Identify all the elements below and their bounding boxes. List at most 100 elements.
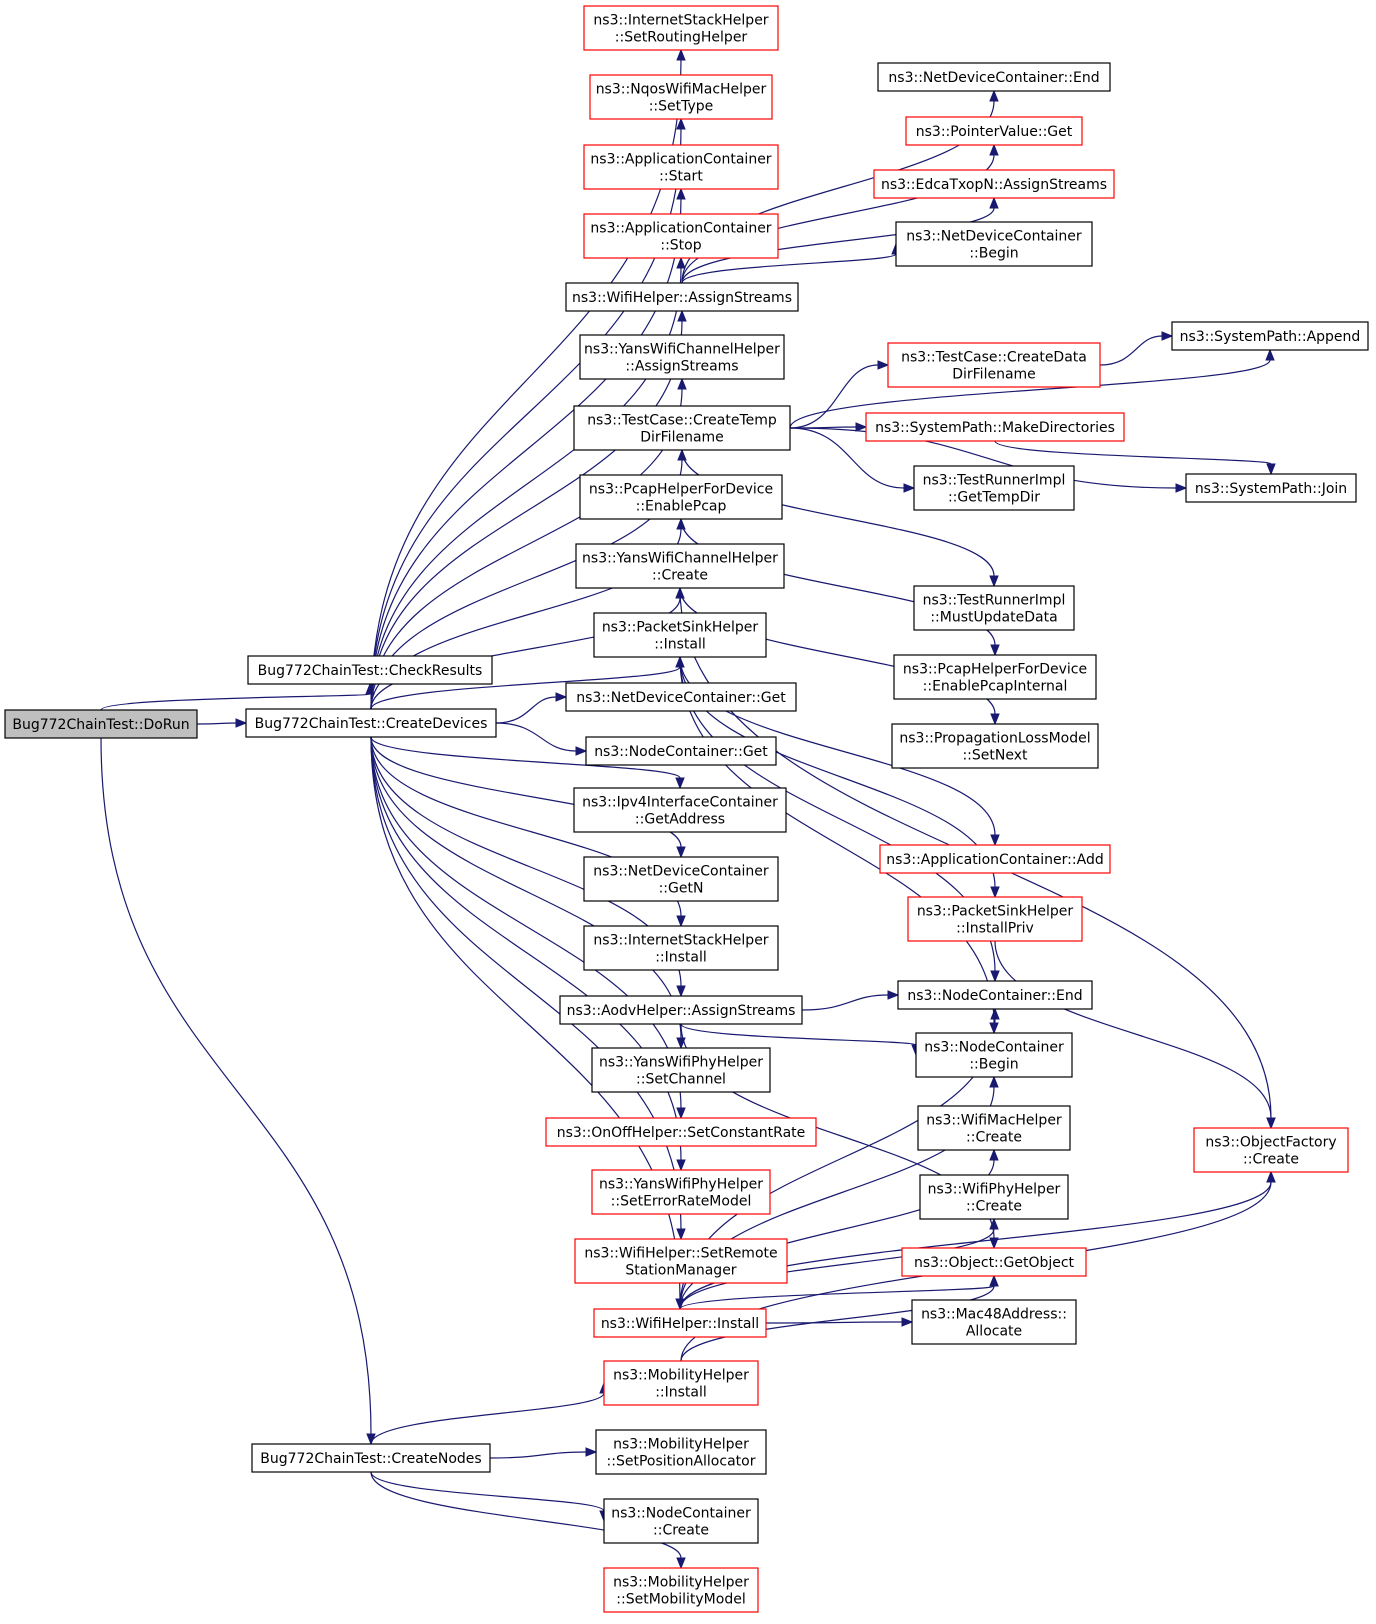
node-box: [583, 144, 779, 190]
node-pktsink-install[interactable]: ns3::PacketSinkHelper::Install: [593, 612, 767, 658]
node-of-create[interactable]: ns3::ObjectFactory::Create: [1193, 1127, 1349, 1173]
node-nqos-settype[interactable]: ns3::NqosWifiMacHelper::SetType: [589, 74, 773, 120]
node-yanschan-create[interactable]: ns3::YansWifiChannelHelper::Create: [575, 543, 785, 589]
edge-arrowhead: [585, 1447, 598, 1457]
node-sp-append[interactable]: ns3::SystemPath::Append: [1171, 321, 1369, 351]
edge-dorun-to-checkresults: [100, 682, 375, 711]
node-ndc-get[interactable]: ns3::NetDeviceContainer::Get: [565, 682, 797, 712]
node-label: ::SetMobilityModel: [616, 1592, 745, 1608]
node-ndc-begin[interactable]: ns3::NetDeviceContainer::Begin: [895, 221, 1093, 267]
edge-line: [370, 736, 681, 779]
node-label: ns3::WifiHelper::Install: [601, 1316, 759, 1332]
node-label: ::AssignStreams: [625, 359, 738, 375]
node-box: [603, 1498, 759, 1544]
node-label: ::Create: [1243, 1152, 1299, 1168]
edge-arrowhead: [555, 692, 568, 702]
node-mac48-allocate[interactable]: ns3::Mac48Address::Allocate: [911, 1299, 1077, 1345]
node-nc-create[interactable]: ns3::NodeContainer::Create: [603, 1498, 759, 1544]
node-box: [891, 723, 1099, 769]
edge-arrowhead: [990, 970, 1000, 983]
node-checkresults[interactable]: Bug772ChainTest::CheckResults: [247, 655, 493, 685]
node-pcap-enableint[interactable]: ns3::PcapHelperForDevice::EnablePcapInte…: [893, 654, 1097, 700]
node-appc-add[interactable]: ns3::ApplicationContainer::Add: [879, 844, 1111, 874]
node-label: ns3::PacketSinkHelper: [917, 904, 1074, 920]
node-box: [603, 1567, 759, 1613]
node-yansphy-seterr[interactable]: ns3::YansWifiPhyHelper::SetErrorRateMode…: [591, 1169, 771, 1215]
node-box: [873, 169, 1115, 199]
node-edca-assign[interactable]: ns3::EdcaTxopN::AssignStreams: [873, 169, 1115, 199]
node-label: Bug772ChainTest::DoRun: [12, 717, 189, 733]
node-plm-setnext[interactable]: ns3::PropagationLossModel::SetNext: [891, 723, 1099, 769]
node-box: [1193, 1127, 1349, 1173]
node-label: ns3::WifiHelper::AssignStreams: [572, 290, 792, 306]
edge-createdevices-to-nc-get: [495, 722, 588, 756]
node-sp-join[interactable]: ns3::SystemPath::Join: [1185, 473, 1357, 503]
edge-line: [765, 1321, 903, 1324]
node-pcap-enable[interactable]: ns3::PcapHelperForDevice::EnablePcap: [579, 474, 783, 520]
edge-arrowhead: [1266, 463, 1276, 476]
node-ndc-getn[interactable]: ns3::NetDeviceContainer::GetN: [583, 856, 779, 902]
node-label: ns3::NodeContainer: [611, 1506, 751, 1522]
edge-arrowhead: [990, 644, 1000, 657]
edge-arrowhead: [990, 713, 1000, 726]
node-pktsink-installpriv[interactable]: ns3::PacketSinkHelper::InstallPriv: [907, 896, 1083, 942]
node-sp-makedirs[interactable]: ns3::SystemPath::MakeDirectories: [865, 412, 1125, 442]
node-nc-get[interactable]: ns3::NodeContainer::Get: [585, 736, 777, 766]
node-mob-setpos[interactable]: ns3::MobilityHelper::SetPositionAllocato…: [595, 1429, 767, 1475]
node-box: [583, 213, 779, 259]
edge-tc-createtemp-to-sp-append: [789, 348, 1275, 429]
node-label: ::GetAddress: [635, 812, 725, 828]
node-ipv4-getaddr[interactable]: ns3::Ipv4InterfaceContainer::GetAddress: [573, 787, 787, 833]
node-appc-stop[interactable]: ns3::ApplicationContainer::Stop: [583, 213, 779, 259]
node-ish-install[interactable]: ns3::InternetStackHelper::Install: [583, 925, 779, 971]
node-nc-end[interactable]: ns3::NodeContainer::End: [897, 980, 1093, 1010]
node-wifi-assign[interactable]: ns3::WifiHelper::AssignStreams: [565, 282, 799, 312]
node-box: [579, 474, 783, 520]
node-createnodes[interactable]: Bug772ChainTest::CreateNodes: [251, 1443, 491, 1473]
node-label: ::SetPositionAllocator: [607, 1454, 756, 1470]
node-label: ns3::PcapHelperForDevice: [903, 662, 1087, 678]
node-appc-start[interactable]: ns3::ApplicationContainer::Start: [583, 144, 779, 190]
node-ndc-end[interactable]: ns3::NetDeviceContainer::End: [877, 62, 1111, 92]
node-label: Bug772ChainTest::CreateDevices: [255, 716, 488, 732]
node-wifi-install[interactable]: ns3::WifiHelper::Install: [593, 1308, 767, 1338]
node-label: ns3::TestRunnerImpl: [923, 473, 1066, 489]
node-label: ns3::YansWifiPhyHelper: [599, 1177, 763, 1193]
node-label: ::InstallPriv: [956, 921, 1034, 937]
node-yanschan-assign[interactable]: ns3::YansWifiChannelHelper::AssignStream…: [579, 334, 785, 380]
node-mob-install[interactable]: ns3::MobilityHelper::Install: [603, 1360, 759, 1406]
node-yansphy-setchan[interactable]: ns3::YansWifiPhyHelper::SetChannel: [591, 1047, 771, 1093]
edge-arrowhead: [990, 834, 1000, 847]
node-label: ns3::MobilityHelper: [613, 1368, 749, 1384]
edge-line: [789, 427, 1177, 489]
node-mob-setmodel[interactable]: ns3::MobilityHelper::SetMobilityModel: [603, 1567, 759, 1613]
node-obj-getobject[interactable]: ns3::Object::GetObject: [901, 1247, 1087, 1277]
node-onoff-setrate[interactable]: ns3::OnOffHelper::SetConstantRate: [545, 1117, 817, 1147]
node-ish-setrouting[interactable]: ns3::InternetStackHelper::SetRoutingHelp…: [583, 5, 779, 51]
node-tri-gettemp[interactable]: ns3::TestRunnerImpl::GetTempDir: [913, 465, 1075, 511]
edge-arrowhead: [1266, 1117, 1276, 1130]
node-wifimac-create[interactable]: ns3::WifiMacHelper::Create: [917, 1105, 1071, 1151]
node-dorun[interactable]: Bug772ChainTest::DoRun: [4, 709, 198, 739]
node-label: ns3::TestRunnerImpl: [923, 593, 1066, 609]
node-box: [251, 1443, 491, 1473]
node-wifiphy-create[interactable]: ns3::WifiPhyHelper::Create: [919, 1174, 1069, 1220]
edge-line: [789, 359, 1271, 429]
node-label: ns3::NodeContainer::End: [907, 988, 1082, 1004]
node-nc-begin[interactable]: ns3::NodeContainer::Begin: [915, 1032, 1073, 1078]
node-label: ns3::SystemPath::Join: [1195, 481, 1347, 497]
node-label: ns3::MobilityHelper: [613, 1437, 749, 1453]
edge-line: [100, 737, 372, 1435]
node-tri-mustupdate[interactable]: ns3::TestRunnerImpl::MustUpdateData: [913, 585, 1075, 631]
node-pv-get[interactable]: ns3::PointerValue::Get: [905, 116, 1083, 146]
node-aodv-assign[interactable]: ns3::AodvHelper::AssignStreams: [559, 995, 803, 1025]
node-box: [915, 1032, 1073, 1078]
node-createdevices[interactable]: Bug772ChainTest::CreateDevices: [245, 708, 497, 738]
node-box: [565, 282, 799, 312]
node-label: DirFilename: [952, 367, 1036, 383]
edge-line: [801, 994, 889, 1011]
node-label: ::SetChannel: [636, 1072, 726, 1088]
